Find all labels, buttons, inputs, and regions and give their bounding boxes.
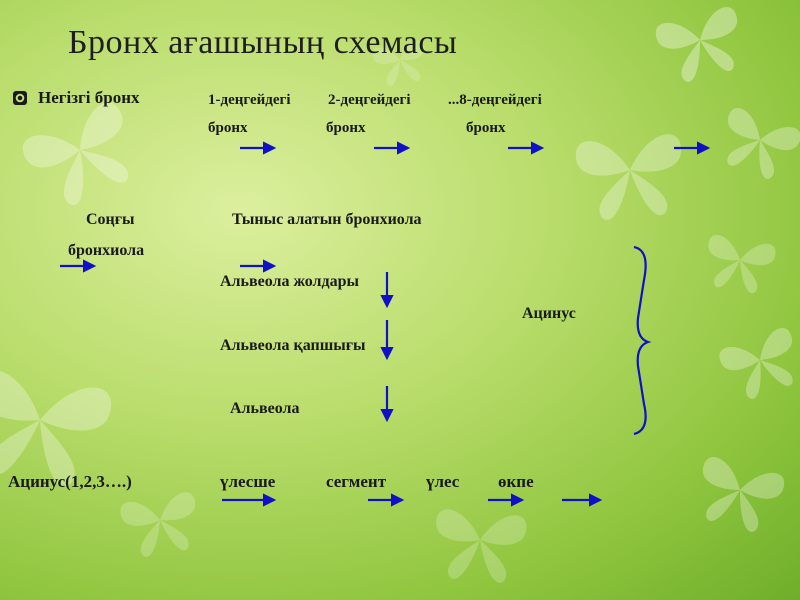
segment-label: сегмент <box>326 472 387 491</box>
acinus-brace <box>633 245 652 436</box>
bullet-icon <box>13 91 27 105</box>
level2-bronchus-line2: бронх <box>326 120 366 136</box>
level1-bronchus-line2: бронх <box>208 120 248 136</box>
respiratory-bronchiole-label: Тыныс алатын бронхиола <box>232 211 422 228</box>
slide-title: Бронх ағашының схемасы <box>68 24 458 61</box>
lobe-label: үлес <box>426 472 460 491</box>
level8-bronchus-line1: ...8-деңгейдегі <box>448 92 542 108</box>
level1-bronchus-line1: 1-деңгейдегі <box>208 92 291 108</box>
alveolar-ducts-label: Альвеола жолдары <box>220 273 359 290</box>
lobule-label: үлесше <box>220 472 276 491</box>
alveoli-label: Альвеола <box>230 400 300 417</box>
level8-bronchus-line2: бронх <box>466 120 506 136</box>
acinus-count-label: Ацинус(1,2,3….) <box>8 472 132 491</box>
lung-label: өкпе <box>498 472 534 491</box>
acinus-label: Ацинус <box>522 305 576 322</box>
main-bronchus-label: Негізгі бронх <box>38 88 140 107</box>
alveolar-sacs-label: Альвеола қапшығы <box>220 337 366 354</box>
terminal-bronchiole-line2: бронхиола <box>68 242 145 259</box>
level2-bronchus-line1: 2-деңгейдегі <box>328 92 411 108</box>
terminal-bronchiole-line1: Соңғы <box>86 211 135 228</box>
